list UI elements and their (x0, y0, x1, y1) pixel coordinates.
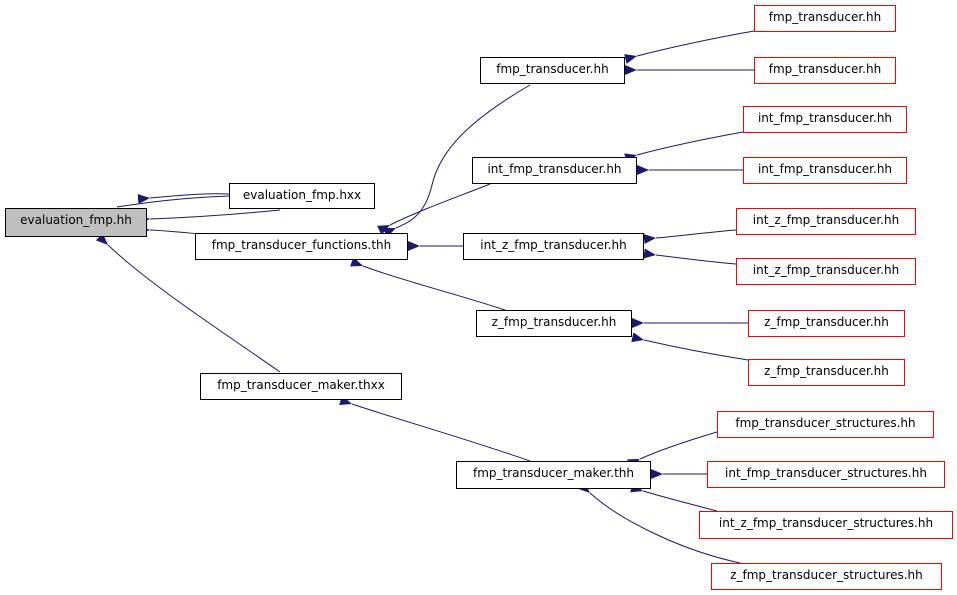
node-red-z-fmp-transducer-hh-2[interactable]: z_fmp_transducer.hh (748, 359, 905, 386)
edge-z-fmp-hh-to-functions (350, 257, 506, 311)
edge-root-to-hxx (116, 190, 242, 208)
node-red-int-z-fmp-transducer-hh-1[interactable]: int_z_fmp_transducer.hh (736, 208, 916, 235)
node-red-int-z-fmp-transducer-structures-hh[interactable]: int_z_fmp_transducer_structures.hh (699, 511, 953, 539)
node-red-fmp-transducer-hh-2[interactable]: fmp_transducer.hh (754, 57, 896, 84)
node-fmp-transducer-functions-thh[interactable]: fmp_transducer_functions.thh (195, 233, 408, 260)
edge-r-z-structs-to-maker-thh (577, 481, 741, 564)
node-red-fmp-transducer-hh-1[interactable]: fmp_transducer.hh (754, 5, 896, 32)
node-fmp-transducer-maker-thxx[interactable]: fmp_transducer_maker.thxx (200, 373, 402, 400)
graph-edges (95, 30, 755, 564)
edge-fmp-hh-to-functions (383, 84, 531, 238)
node-fmp-transducer-maker-thh[interactable]: fmp_transducer_maker.thh (456, 461, 651, 489)
edge-r-int-z-1-to-int-z-hh (643, 229, 737, 244)
node-int-z-fmp-transducer-hh[interactable]: int_z_fmp_transducer.hh (463, 233, 644, 260)
edge-r-int-z-2-to-int-z-hh (643, 248, 737, 265)
edge-r-z-2-to-z-hh (631, 332, 749, 361)
edge-int-fmp-hh-to-functions (377, 183, 491, 235)
edge-r-int-z-structs-to-maker-thh (630, 482, 718, 512)
edge-r-structs-to-maker-thh (627, 431, 718, 469)
node-z-fmp-transducer-hh[interactable]: z_fmp_transducer.hh (476, 310, 632, 337)
node-int-fmp-transducer-hh[interactable]: int_fmp_transducer.hh (472, 157, 637, 184)
node-red-int-fmp-transducer-structures-hh[interactable]: int_fmp_transducer_structures.hh (707, 461, 945, 488)
node-red-int-z-fmp-transducer-hh-2[interactable]: int_z_fmp_transducer.hh (736, 258, 916, 285)
edge-hxx-to-root-lower (137, 209, 281, 225)
edge-r-int-fmp-1-to-int-fmp-hh (624, 131, 744, 163)
node-evaluation-fmp-hxx[interactable]: evaluation_fmp.hxx (229, 183, 375, 209)
node-red-fmp-transducer-structures-hh[interactable]: fmp_transducer_structures.hh (717, 411, 934, 438)
edge-hxx-to-root-upper (137, 193, 230, 204)
node-red-int-fmp-transducer-hh-1[interactable]: int_fmp_transducer.hh (743, 106, 907, 133)
edge-maker-thh-to-maker-thxx (339, 395, 531, 462)
node-red-z-fmp-transducer-structures-hh[interactable]: z_fmp_transducer_structures.hh (711, 563, 942, 590)
node-red-z-fmp-transducer-hh-1[interactable]: z_fmp_transducer.hh (748, 310, 905, 337)
node-red-int-fmp-transducer-hh-2[interactable]: int_fmp_transducer.hh (743, 157, 907, 184)
edge-maker-thxx-to-root (95, 233, 281, 373)
node-evaluation-fmp-hh: evaluation_fmp.hh (5, 208, 147, 237)
edge-r-fmp-1-to-fmp-hh (624, 30, 755, 64)
node-fmp-transducer-hh[interactable]: fmp_transducer.hh (480, 57, 625, 84)
